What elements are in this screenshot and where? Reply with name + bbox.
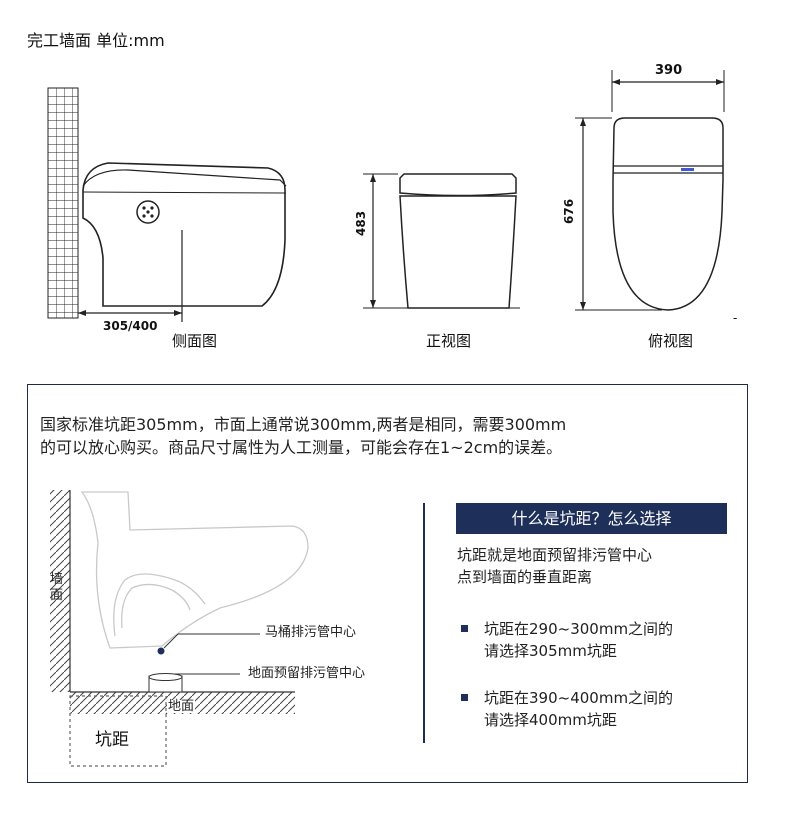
front-toilet-body [399, 195, 517, 309]
control-dots-icon [681, 168, 694, 171]
top-view-label: 俯视图 [648, 332, 694, 350]
front-toilet-lid [399, 173, 517, 197]
option-2-line-1: 坑距在390~400mm之间的 [484, 689, 674, 707]
panel-title: 什么是坑距？怎么选择 [456, 503, 727, 534]
option-1-line-1: 坑距在290~300mm之间的 [484, 620, 674, 638]
pit-distance-info-box [27, 384, 748, 783]
toilet-drain-center-label: 马桶排污管中心 [265, 625, 357, 640]
side-pit-dimension: 305/400 [103, 319, 158, 333]
intro-line-2: 的可以放心购买。商品尺寸属性为人工测量，可能会存在1~2cm的误差。 [40, 438, 563, 457]
front-view-label: 正视图 [426, 332, 472, 350]
panel-description-line-2: 点到墙面的垂直距离 [457, 568, 593, 586]
side-toilet-lid [82, 169, 287, 187]
option-2-line-2: 请选择400mm坑距 [484, 711, 617, 729]
top-width-dimension: 390 [655, 63, 683, 78]
top-view-mark: - [733, 311, 738, 325]
vertical-divider [423, 503, 425, 743]
side-view-label: 侧面图 [172, 332, 218, 350]
pit-distance-label: 坑距 [95, 730, 129, 750]
panel-description-line-1: 坑距就是地面预留排污管中心 [457, 546, 653, 564]
toilet-drain-center-dot [157, 647, 165, 655]
floor-drain-center-label: 地面预留排污管中心 [248, 666, 366, 681]
wall-bricks [47, 87, 79, 319]
pit-distance-box [69, 695, 167, 767]
side-toilet-body [82, 162, 286, 307]
page-title: 完工墙面 单位:mm [27, 31, 165, 50]
toilet-section-outline [80, 491, 309, 649]
front-height-dimension: 483 [354, 210, 368, 236]
bullet-icon [461, 625, 468, 632]
top-depth-dimension: 676 [562, 198, 576, 224]
front-view-drawing [363, 173, 520, 309]
top-toilet-outline [612, 117, 724, 311]
option-1-line-2: 请选择305mm坑距 [484, 642, 617, 660]
wall-hatch [50, 490, 70, 692]
top-view-drawing [575, 70, 725, 311]
floor-label: 地面 [167, 699, 196, 714]
wall-label: 墙面 [50, 572, 64, 603]
bullet-icon [461, 694, 468, 701]
side-view-drawing [47, 87, 287, 322]
intro-line-1: 国家标准坑距305mm，市面上通常说300mm,两者是相同，需要300mm [40, 415, 567, 434]
dimension-drawings [47, 70, 725, 322]
